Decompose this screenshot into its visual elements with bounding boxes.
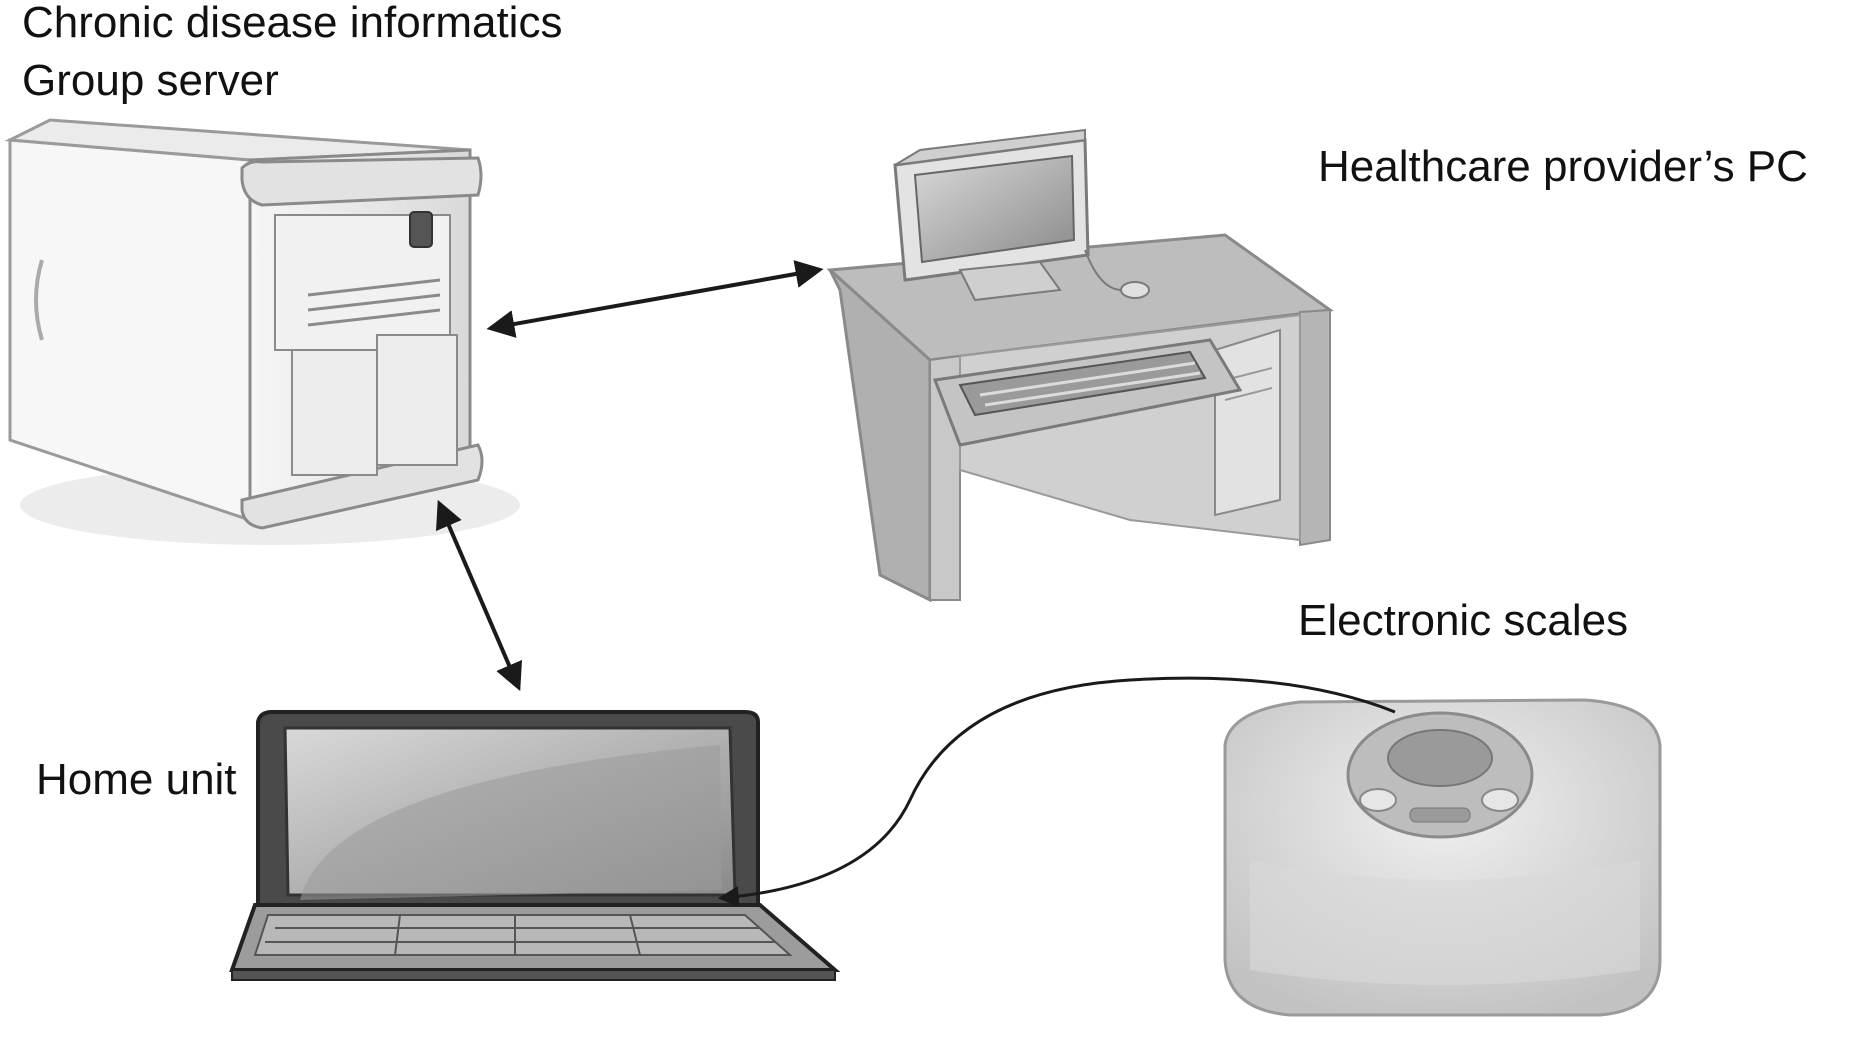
server-label-line2: Group server [22, 56, 279, 105]
server-pc-link-arrow [486, 260, 824, 338]
provider-pc-label: Healthcare provider’s PC [1318, 142, 1808, 191]
scale-laptop-cable [717, 676, 1396, 907]
home-unit-label: Home unit [36, 755, 237, 804]
electronic-scale-icon [1223, 698, 1662, 1017]
server-label-line1: Chronic disease informatics [22, 0, 563, 47]
server-laptop-link-arrow [436, 499, 522, 692]
server-tower-icon [4, 118, 520, 545]
laptop-icon [229, 710, 841, 981]
desktop-pc-icon [826, 128, 1334, 603]
scales-label: Electronic scales [1298, 596, 1629, 645]
